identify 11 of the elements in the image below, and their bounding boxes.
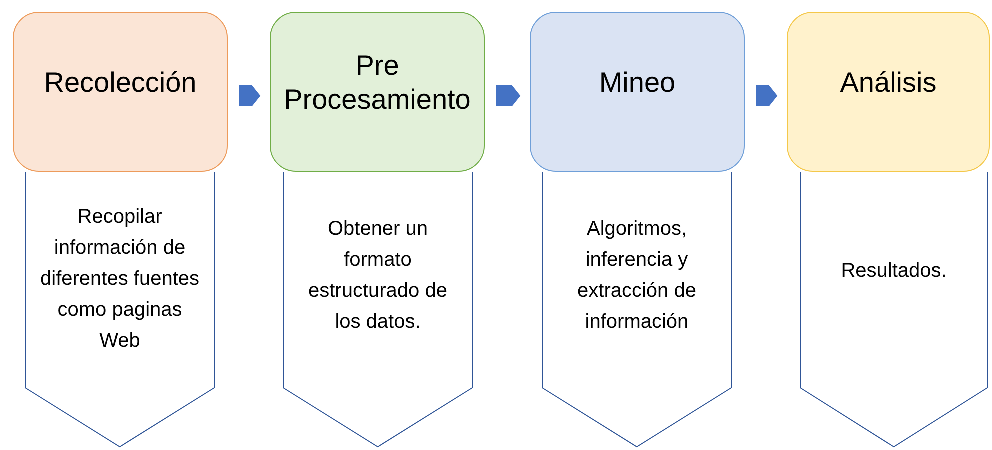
- chevron-shape: Algoritmos, inferencia y extracción de información: [542, 172, 732, 448]
- chevron-shape: Recopilar información de diferentes fuentes como paginas Web: [25, 172, 215, 448]
- stage-header-box: Mineo: [530, 12, 745, 172]
- chevron-shape: Resultados.: [800, 172, 988, 448]
- chevron-shape: Obtener un formato estructurado de los datos.: [283, 172, 473, 448]
- arrow: [756, 86, 778, 106]
- arrow: [240, 86, 261, 106]
- stage-header-box: Pre Procesamiento: [270, 12, 485, 172]
- arrow: [496, 86, 521, 106]
- stage-header-box: Recolección: [13, 12, 228, 172]
- stage-header-box: Análisis: [787, 12, 990, 172]
